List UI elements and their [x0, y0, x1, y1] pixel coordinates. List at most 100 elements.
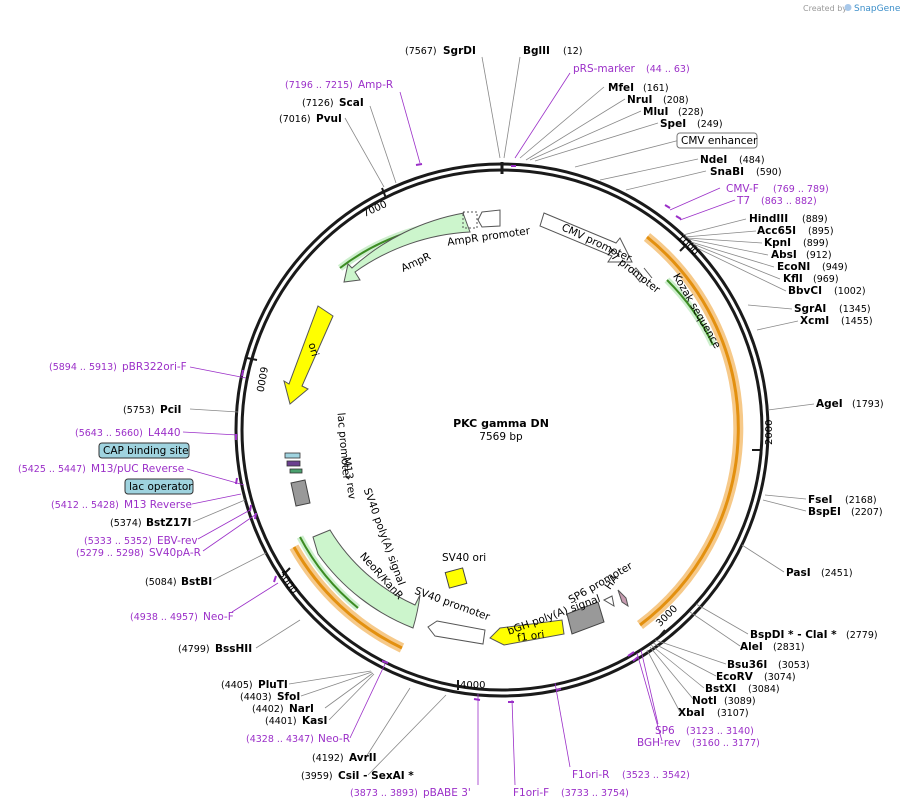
- enzyme-name-pasi: PasI: [786, 567, 811, 579]
- primer-range-pbr322ori-f: (5894 .. 5913): [49, 362, 117, 373]
- tick-label-2000: 2000: [764, 420, 775, 445]
- neo-inner-arc: [299, 536, 359, 609]
- neor-feature-arrow: [312, 529, 421, 629]
- leader-cmv-enhancer: [574, 139, 681, 168]
- enzyme-pos-sgrai: (1345): [839, 304, 871, 315]
- stub-pbabe3: [473, 698, 481, 701]
- leader-sv40pa-r: [202, 514, 256, 552]
- leader-kfli: [692, 243, 781, 280]
- enzyme-pos-sfoi: (4403): [240, 692, 272, 703]
- primer-name-sv40pa-r: SV40pA-R: [149, 547, 201, 559]
- primer-range-pbabe3: (3873 .. 3893): [350, 788, 418, 799]
- ampr-promoter-arrow: [477, 209, 501, 228]
- cmv-enhancer-box: [676, 132, 758, 149]
- sp6-promoter-arrow: [602, 595, 615, 608]
- primer-name-pbabe3: pBABE 3': [423, 787, 471, 799]
- snapgene-logo-icon: [844, 4, 852, 11]
- primer-name-l4440: L4440: [148, 427, 181, 439]
- leader-f1ori-f: [511, 699, 516, 786]
- enzyme-pos-bspei: (2207): [851, 507, 883, 518]
- stub-cmv-f: [664, 204, 671, 209]
- leader-fsei: [764, 494, 807, 500]
- enzyme-name-bstz17i: BstZ17I: [146, 517, 191, 529]
- enzyme-pos-absi: (912): [806, 250, 832, 261]
- stub-m13: [235, 477, 238, 485]
- leader-pcii: [189, 408, 239, 413]
- ha-tag-marker: [617, 589, 629, 608]
- tick-label-6000: 6000: [253, 366, 268, 393]
- leader-hindiii: [682, 218, 747, 236]
- primer-name-f1ori-r: F1ori-R: [572, 769, 609, 781]
- enzyme-pos-csii: (3959): [301, 771, 333, 782]
- primer-range-amp-r: (7196 .. 7215): [285, 80, 353, 91]
- leader-econi: [690, 241, 775, 268]
- enzyme-pos-nrui: (208): [663, 95, 689, 106]
- primer-name-f1ori-f: F1ori-F: [513, 787, 549, 799]
- enzyme-pos-pvui: (7016): [279, 114, 311, 125]
- enzyme-name-nari: NarI: [289, 703, 314, 715]
- label-m13-rev: M13 rev: [340, 456, 358, 500]
- leader-sp6: [640, 649, 659, 725]
- tick-mark-7000: [381, 187, 387, 199]
- enzyme-pos-pluti: (4405): [221, 680, 253, 691]
- stub-f1ori-r: [555, 688, 562, 691]
- enzyme-name-csii: CsiI - SexAI *: [338, 770, 414, 782]
- cap-binding-site-box: [98, 442, 190, 459]
- enzyme-name-alei: AleI: [740, 641, 763, 653]
- primer-range-m13puc-reverse: (5425 .. 5447): [18, 464, 86, 475]
- t7-promoter-arrow: [631, 267, 645, 283]
- leader-ndei: [599, 158, 699, 181]
- enzyme-name-mlui: MluI: [643, 106, 668, 118]
- primer-range-f1ori-r: (3523 .. 3542): [622, 770, 690, 781]
- credit-prefix: Created by: [803, 4, 847, 13]
- label-ori: ori: [306, 342, 321, 358]
- stub-neo-r: [381, 660, 389, 664]
- stub-amp-r: [415, 163, 423, 166]
- enzyme-name-sgrai: SgrAI: [794, 303, 826, 315]
- kozak-marker: [643, 267, 653, 279]
- leader-pvui: [344, 117, 385, 188]
- enzyme-pos-acc65i: (895): [808, 226, 834, 237]
- orf-inner-arc: [666, 279, 714, 346]
- tick-label-4000: 4000: [460, 680, 485, 691]
- leader-bspei: [762, 499, 807, 512]
- enzyme-name-bsshii: BssHII: [215, 643, 252, 655]
- primer-stubs: [235, 163, 682, 703]
- leader-avrii: [365, 687, 411, 758]
- leader-bstz17i: [192, 499, 246, 523]
- primer-range-ebv-rev: (5333 .. 5352): [84, 536, 152, 547]
- enzyme-name-acc65i: Acc65I: [757, 225, 796, 237]
- stub-sp6: [627, 651, 635, 657]
- tick-mark-3000: [657, 629, 666, 639]
- leader-nari: [324, 672, 374, 709]
- leader-t7: [679, 199, 736, 221]
- leader-neo-f: [231, 582, 279, 613]
- primer-name-pbr322ori-f: pBR322ori-F: [122, 361, 187, 373]
- primer-labels: pRS-marker (44 .. 63) CMV-F (769 .. 789)…: [18, 63, 829, 799]
- enzyme-pos-mfei: (161): [643, 83, 669, 94]
- enzyme-name-spei: SpeI: [660, 118, 686, 130]
- enzyme-name-pluti: PluTI: [258, 679, 288, 691]
- leader-kpni: [686, 237, 763, 244]
- enzyme-pos-bstxi: (3084): [748, 684, 780, 695]
- leader-bspdi: [695, 603, 749, 635]
- leader-pbr322ori-f: [189, 366, 247, 379]
- label-sv40-ori: SV40 ori: [442, 552, 486, 564]
- enzyme-pos-sgrdi: (7567): [405, 46, 437, 57]
- sv40-ori-box: [444, 567, 468, 589]
- enzyme-pos-avrii: (4192): [312, 753, 344, 764]
- stub-neo-f: [273, 575, 277, 583]
- enzyme-name-sgrdi: SgrDI: [443, 45, 476, 57]
- label-f1-ori: f1 ori: [516, 629, 545, 645]
- label-lac-promoter: lac promoter: [334, 412, 352, 481]
- primer-range-t7: (863 .. 882): [761, 196, 817, 207]
- enzyme-pos-kasi: (4401): [265, 716, 297, 727]
- enzyme-pos-ecorv: (3074): [764, 672, 796, 683]
- lac-operator-box: [124, 478, 194, 495]
- enzyme-pos-pcii: (5753): [123, 405, 155, 416]
- enzyme-pos-xbai: (3107): [717, 708, 749, 719]
- enzyme-name-bstbi: BstBI: [181, 576, 212, 588]
- enzyme-pos-alei: (2831): [773, 642, 805, 653]
- enzyme-pos-nari: (4402): [252, 704, 284, 715]
